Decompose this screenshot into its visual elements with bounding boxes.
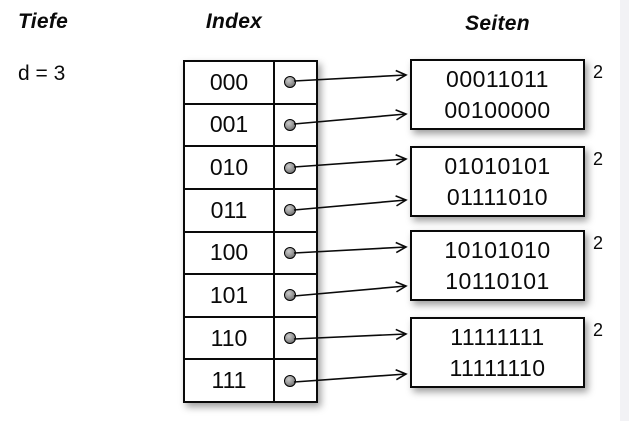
pointer-cell (275, 233, 316, 274)
page-entry: 10101010 (444, 236, 551, 263)
pointer-dot-icon (284, 76, 296, 89)
pointer-dot-icon (284, 204, 296, 217)
page-margin-strip (620, 0, 629, 421)
index-row: 011 (185, 189, 316, 233)
page-entry: 10110101 (445, 267, 550, 294)
index-row: 001 (185, 104, 316, 148)
directory-table: 000 001 010 011 100 101 110 111 (183, 60, 318, 403)
pointer-cell (275, 318, 316, 359)
page-entry: 00100000 (444, 96, 551, 123)
page-box: 10101010 10110101 (410, 230, 585, 301)
pointer-dot-icon (284, 332, 296, 345)
local-depth-label: 2 (593, 149, 604, 169)
index-key: 010 (185, 147, 275, 188)
pointer-cell (275, 105, 316, 146)
page-entry: 11111111 (450, 323, 545, 350)
pointer-dot-icon (284, 246, 296, 259)
local-depth-label: 2 (593, 320, 604, 340)
index-row: 101 (185, 275, 316, 318)
page-box: 00011011 00100000 (410, 59, 585, 130)
page-entry: 01010101 (444, 152, 551, 179)
index-row: 110 (185, 317, 316, 361)
page-box: 11111111 11111110 (410, 317, 585, 388)
index-key: 001 (185, 104, 275, 146)
pointer-dot-icon (284, 161, 296, 174)
local-depth-label: 2 (593, 233, 604, 253)
index-key: 000 (185, 62, 275, 103)
index-column-header: Index (205, 10, 263, 33)
index-key: 111 (185, 360, 275, 401)
pages-column-header: Seiten (465, 12, 530, 35)
index-row: 010 (185, 147, 316, 190)
index-key: 100 (185, 232, 275, 274)
index-row: 000 (185, 62, 316, 105)
local-depth-label: 2 (593, 62, 604, 82)
pointer-dot-icon (284, 374, 296, 387)
global-depth-value: d = 3 (18, 62, 66, 85)
index-key: 101 (185, 275, 275, 316)
pointer-cell (275, 360, 316, 401)
index-key: 110 (185, 317, 275, 359)
page-entry: 11111110 (449, 354, 546, 381)
index-row: 100 (185, 232, 316, 276)
page-entry: 00011011 (446, 65, 549, 92)
depth-column-header: Tiefe (18, 10, 69, 33)
index-key: 011 (185, 189, 275, 231)
index-row: 111 (185, 360, 316, 401)
pointer-dot-icon (284, 289, 296, 302)
page-entry: 01111010 (446, 183, 549, 210)
pointer-cell (275, 275, 316, 316)
pointer-cell (275, 147, 316, 188)
page-box: 01010101 01111010 (410, 146, 585, 217)
pointer-cell (275, 62, 316, 103)
pointer-dot-icon (284, 118, 296, 131)
pointer-cell (275, 190, 316, 231)
